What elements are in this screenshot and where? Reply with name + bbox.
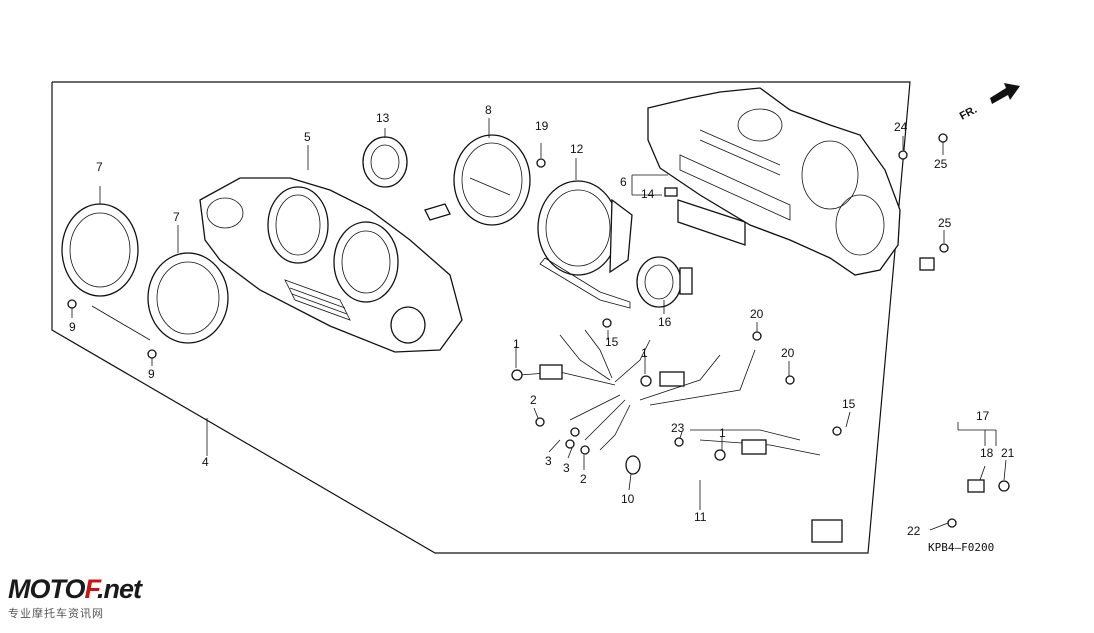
watermark-tagline: 专业摩托车资讯网 (8, 607, 104, 620)
callout-2: 2 (580, 472, 587, 486)
callout-1: 1 (641, 346, 648, 360)
callout-15: 15 (605, 335, 619, 349)
callout-22: 22 (907, 524, 921, 538)
speedometer-cable (884, 257, 1010, 528)
callout-9: 9 (69, 320, 76, 334)
tachometer (424, 118, 531, 226)
callout-20: 20 (750, 307, 764, 321)
meter-ring-left (61, 186, 139, 297)
wire-harness (511, 318, 843, 543)
callout-1: 1 (513, 337, 520, 351)
callout-10: 10 (621, 492, 635, 506)
meter-ring-right (147, 225, 229, 344)
callout-15: 15 (842, 397, 856, 411)
screw-9-right (147, 349, 157, 366)
watermark-brand-prefix: MOTO (8, 574, 85, 604)
front-direction-arrow: FR. (958, 83, 1020, 123)
callout-11: 11 (694, 510, 707, 524)
screw-19 (536, 143, 546, 168)
meter-rear-housing (647, 87, 901, 276)
callout-16: 16 (658, 315, 672, 329)
speedometer (537, 158, 633, 309)
callout-25: 25 (938, 216, 952, 230)
callout-4: 4 (202, 455, 209, 469)
watermark-brand-suffix: .net (97, 574, 142, 604)
callout-3: 3 (545, 454, 552, 468)
diagram-code: KPB4—F0200 (928, 541, 994, 554)
front-direction-label: FR. (958, 104, 979, 123)
callout-21: 21 (1001, 446, 1015, 460)
screw-25-upper (938, 133, 948, 155)
callout-labels: 1 1 1 2 2 3 3 4 5 6 7 7 8 9 9 10 11 12 1… (69, 103, 1015, 538)
callout-18: 18 (980, 446, 994, 460)
callout-19: 19 (535, 119, 549, 133)
callout-7: 7 (96, 160, 103, 174)
callout-9: 9 (148, 367, 155, 381)
callout-7: 7 (173, 210, 180, 224)
callout-17: 17 (976, 409, 990, 423)
temperature-gauge (636, 256, 693, 314)
indicator-bracket (631, 174, 746, 246)
fuel-gauge-unit (362, 128, 408, 188)
callout-23: 23 (671, 421, 685, 435)
callout-1: 1 (719, 426, 726, 440)
screw-9-left (67, 299, 77, 318)
meter-case (199, 177, 463, 353)
callout-24: 24 (894, 120, 908, 134)
watermark-logo: MOTOF.net (8, 574, 142, 605)
callout-25: 25 (934, 157, 948, 171)
callout-14: 14 (641, 187, 655, 201)
callout-13: 13 (376, 111, 390, 125)
callout-20: 20 (781, 346, 795, 360)
callout-6: 6 (620, 175, 627, 189)
callout-2: 2 (530, 393, 537, 407)
assembly-outline (51, 81, 911, 554)
watermark-brand-accent: F (84, 574, 98, 604)
callout-12: 12 (570, 142, 584, 156)
callout-8: 8 (485, 103, 492, 117)
callout-3: 3 (563, 461, 570, 475)
screw-25-lower (939, 230, 949, 253)
callout-leaders (206, 145, 949, 531)
screw-24 (898, 136, 908, 160)
callout-5: 5 (304, 130, 311, 144)
